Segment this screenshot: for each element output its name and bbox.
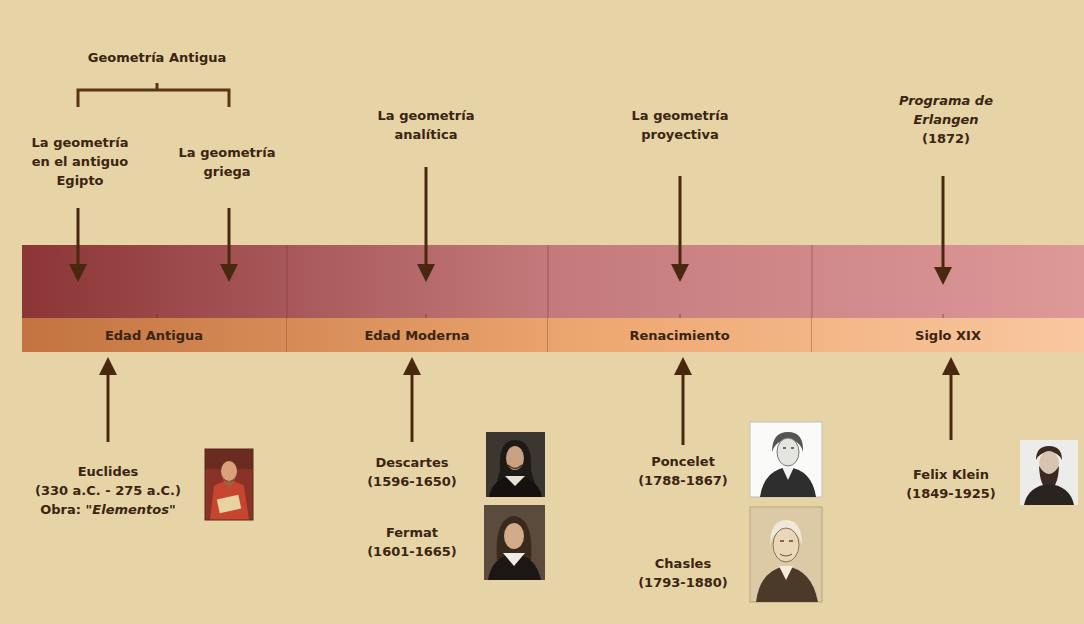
person-label: (1849-1925) [906,486,996,501]
poncelet-portrait [750,422,822,497]
text-row: Programa de Erlangen [881,90,1011,128]
bar-dividers [287,245,812,318]
chasles-portrait [750,507,822,602]
era-name: Siglo XIX [915,327,981,344]
person-label: Obra: [40,502,81,517]
topic-label-group: Programa de Erlangen (1872) [881,90,1011,147]
timeline-bar [22,245,1084,318]
text-row: La geometría proyectiva [615,105,745,143]
text-row: (330 a.C. - 275 a.C.) [8,480,208,499]
person-label: (1788-1867) [638,473,728,488]
text-row: Descartes [347,452,477,471]
text-row: La geometría en el antiguo Egipto [24,132,136,189]
person-label: Chasles [655,556,711,571]
person-label-group: Euclides (330 a.C. - 275 a.C.) Obra: "Eleme… [8,461,208,518]
up-arrows [99,357,960,445]
person-label: Poncelet [651,454,715,469]
euclides-portrait [205,449,253,520]
topic-label-group: La geometría en el antiguo Egipto [24,132,136,189]
text-row: Fermat [347,522,477,541]
person-label-group: Chasles (1793-1880) [618,553,748,591]
text-row: (1596-1650) [347,471,477,490]
era-name: Edad Antigua [105,327,203,344]
text-row: La geometría griega [171,142,283,180]
group-heading-group: Geometría Antigua [47,47,267,66]
person-label: (1596-1650) [367,474,457,489]
descartes-portrait [486,432,545,497]
person-label: (330 a.C. - 275 a.C.) [35,483,181,498]
text-row: Geometría Antigua [47,47,267,66]
topic-label-group: La geometría analítica [361,105,491,143]
person-label: (1793-1880) [638,575,728,590]
era-name: Renacimiento [629,327,729,344]
era-band: Edad Antigua [22,318,287,352]
topic-label-group: La geometría proyectiva [615,105,745,143]
text-row: (1793-1880) [618,572,748,591]
era-band: Edad Moderna [287,318,548,352]
person-label-group: Felix Klein (1849-1925) [886,464,1016,502]
person-label-group: Descartes (1596-1650) [347,452,477,490]
text-row: (1788-1867) [618,470,748,489]
topic-label: La geometría en el antiguo Egipto [32,135,129,188]
text-row: Poncelet [618,451,748,470]
topic-label: La geometría analítica [378,108,475,142]
topic-label-group: La geometría griega [171,142,283,180]
person-label: Descartes [375,455,448,470]
text-row: Euclides [8,461,208,480]
person-label-group: Fermat (1601-1665) [347,522,477,560]
down-arrows [69,167,952,285]
topic-label: La geometría griega [179,145,276,179]
topic-label: Programa de Erlangen [899,93,993,127]
group-heading: Geometría Antigua [88,50,226,65]
person-label: (1601-1665) [367,544,457,559]
group-bracket [78,83,229,107]
era-band: Siglo XIX [812,318,1084,352]
text-row: Felix Klein [886,464,1016,483]
person-label: Euclides [78,464,139,479]
topic-label: (1872) [922,131,970,146]
person-label: Fermat [386,525,438,540]
era-name: Edad Moderna [364,327,469,344]
text-row: (1601-1665) [347,541,477,560]
text-row: (1849-1925) [886,483,1016,502]
klein-portrait [1020,440,1078,505]
text-row: Chasles [618,553,748,572]
topic-label: La geometría proyectiva [632,108,729,142]
era-band: Renacimiento [548,318,812,352]
text-row: (1872) [881,128,1011,147]
text-row: La geometría analítica [361,105,491,143]
text-row: Obra: "Elementos" [8,499,208,518]
person-label: Felix Klein [913,467,989,482]
person-label: "Elementos" [86,502,176,517]
fermat-portrait [484,505,545,580]
person-label-group: Poncelet (1788-1867) [618,451,748,489]
